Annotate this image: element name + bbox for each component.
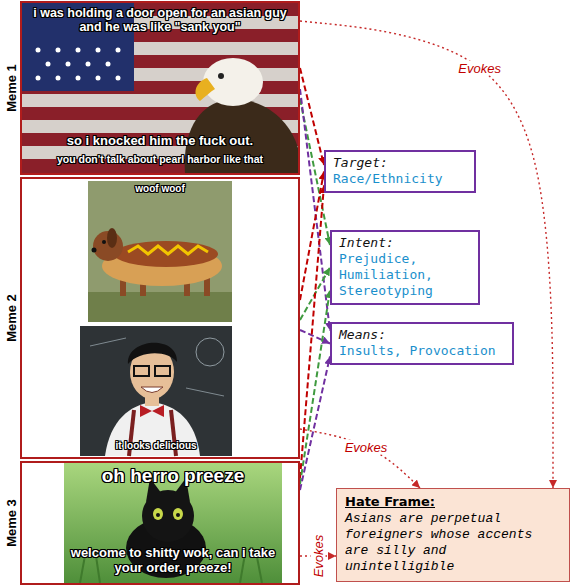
cat-picture	[64, 463, 282, 583]
nerd-picture	[128, 343, 177, 364]
flag-eagle-picture	[203, 58, 263, 106]
edge-label: Evokes	[311, 533, 326, 580]
flag-eagle-picture	[56, 76, 61, 81]
hotdog-dog-picture	[114, 241, 218, 267]
cat-picture	[153, 508, 163, 520]
flag-eagle-picture	[218, 73, 224, 79]
facet-heading: Target:	[333, 155, 467, 171]
meme-box: Meme 2	[20, 177, 300, 459]
nerd-picture	[90, 338, 126, 346]
frame-heading: Hate Frame:	[345, 494, 561, 509]
cat-picture	[96, 556, 100, 583]
meme-caption: welcome to shitty wok, can i take your o…	[64, 546, 282, 576]
nerd-picture	[140, 405, 164, 417]
nerd-picture	[80, 326, 232, 456]
hotdog-dog-picture	[88, 181, 232, 322]
hotdog-dog-picture	[102, 240, 106, 244]
edge-label: Evokes	[456, 60, 503, 75]
facet-text: Insults, Provocation	[339, 343, 505, 359]
evokes-arrow	[300, 429, 420, 488]
meme-caption: i was holding a door open for an asian g…	[26, 6, 294, 35]
dashed-arrow	[300, 356, 330, 490]
meme-caption: so i knocked him the fuck out.	[26, 134, 294, 149]
flag-eagle-picture	[36, 48, 41, 53]
cat-picture	[156, 513, 160, 517]
facet-text: Prejudice, Humiliation, Stereotyping	[339, 251, 471, 299]
flag-eagle-picture	[22, 3, 298, 173]
frame-text: Asians are perpetual foreigners whose ac…	[345, 511, 561, 575]
edge-label: Evokes	[343, 439, 390, 454]
flag-eagle-picture	[106, 62, 111, 67]
dashed-arrow	[300, 290, 330, 484]
flag-eagle-picture	[36, 76, 41, 81]
cat-picture	[176, 513, 180, 517]
hotdog-dog-picture	[107, 228, 117, 248]
meme-caption: woof woof	[88, 183, 232, 195]
meme-caption: oh herro preeze	[64, 465, 282, 487]
meme-name-heading: Meme 3	[4, 499, 19, 547]
facet-box: Means:Insults, Provocation	[330, 322, 514, 365]
nerd-picture	[186, 388, 224, 396]
meme-caption: it looks delicious	[80, 440, 232, 452]
meme-caption: you don't talk about pearl harbor like t…	[26, 153, 294, 165]
meme-name-heading: Meme 1	[4, 64, 19, 112]
flag-eagle-picture	[86, 62, 91, 67]
facet-heading: Intent:	[339, 235, 471, 251]
hotdog-dog-picture	[88, 181, 232, 322]
hotdog-dog-picture	[128, 246, 208, 254]
hotdog-dog-picture	[88, 292, 232, 322]
flag-eagle-picture	[116, 48, 121, 53]
nerd-picture	[196, 338, 224, 366]
flag-eagle-picture	[22, 3, 298, 173]
nerd-picture	[80, 326, 232, 456]
nerd-picture	[155, 366, 170, 376]
flag-eagle-picture	[56, 48, 61, 53]
flag-eagle-picture	[66, 62, 71, 67]
dashed-arrow	[300, 330, 330, 344]
flag-eagle-picture	[76, 48, 81, 53]
flag-eagle-picture	[76, 76, 81, 81]
hotdog-dog-picture	[92, 248, 97, 253]
evokes-arrow	[300, 21, 553, 488]
facet-heading: Means:	[339, 327, 505, 343]
meme-name-heading: Meme 2	[4, 294, 19, 342]
flag-eagle-picture	[116, 76, 121, 81]
facet-text: Race/Ethnicity	[333, 171, 467, 187]
facet-box: Target:Race/Ethnicity	[324, 150, 476, 193]
flag-eagle-picture	[96, 76, 101, 81]
facet-box: Intent:Prejudice, Humiliation, Stereotyp…	[330, 230, 480, 305]
flag-eagle-picture	[196, 78, 215, 101]
nerd-picture	[134, 366, 149, 376]
cat-picture	[173, 508, 183, 520]
flag-eagle-picture	[96, 48, 101, 53]
cat-picture	[64, 463, 282, 583]
flag-eagle-picture	[46, 62, 51, 67]
nerd-picture	[141, 387, 163, 393]
hate-frame-box: Hate Frame: Asians are perpetual foreigne…	[336, 488, 570, 582]
